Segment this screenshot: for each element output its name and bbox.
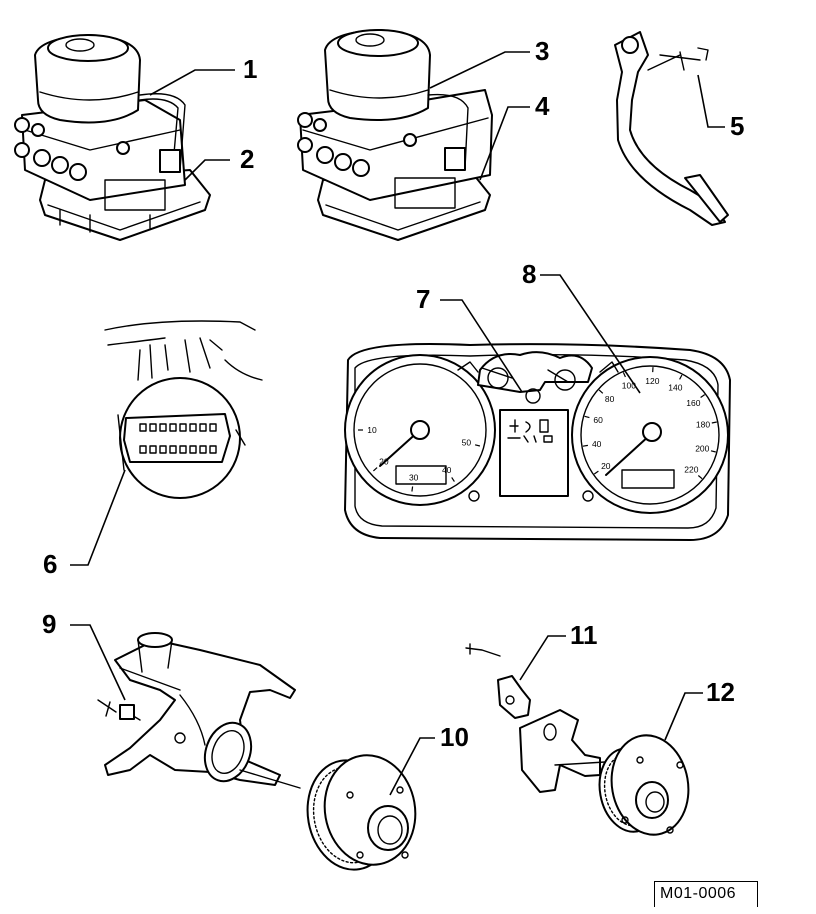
speedo-tick-label-mark [582,444,588,447]
steering-knuckle [97,632,301,789]
tacho-tick-label-mark [474,444,481,447]
callout-9: 9 [42,609,56,639]
callout-11: 11 [570,620,598,650]
tacho-tick-label-mark [411,486,414,492]
instrument-cluster: 10 20 30 40 50 20 40 60 80 100 120 140 160 180 200 220 [344,343,731,541]
callout-6: 6 [43,549,57,579]
speedo-tick-label: 120 [645,376,659,386]
callout-12: 12 [706,677,735,707]
speedo-tick-label-mark [679,374,683,380]
speedo-tick-label: 140 [668,382,682,392]
abs-hydraulic-unit-2 [297,29,493,241]
brake-pedal [614,31,729,226]
tacho-tick-label: 50 [462,437,472,447]
callout-10: 10 [440,722,469,752]
speedo-tick-label: 60 [593,415,603,425]
speedo-tick-label-mark [598,389,604,394]
speedo-tick-label-mark [711,421,717,424]
speedometer-gauge: 20 40 60 80 100 120 140 160 180 200 220 [571,356,729,514]
speedo-tick-label: 20 [601,461,611,471]
callout-8: 8 [522,259,536,289]
speedo-tick-label: 220 [684,465,698,475]
reference-code: M01-0006 [660,885,737,902]
wheel-hub-with-abs-ring [306,754,417,871]
tacho-tick-label: 30 [409,473,419,483]
callout-1: 1 [243,54,257,84]
speedo-tick-label-mark [700,394,706,398]
wheel-hub-12 [598,734,690,836]
abs-hydraulic-unit-1 [14,34,211,241]
reference-code-box [654,881,758,907]
speedo-tick-label-mark [593,470,599,475]
speedo-tick-label: 200 [695,444,709,454]
speedo-tick-label-mark [710,450,716,453]
tacho-tick-label: 10 [367,425,377,435]
tacho-tick-label: 40 [442,465,452,475]
speedo-tick-label: 180 [696,420,710,430]
callout-3: 3 [535,36,549,66]
tacho-tick-label-mark [451,477,455,482]
speedo-tick-label-mark [584,415,590,419]
leader-lines [70,51,725,796]
callout-7: 7 [416,284,430,314]
temp-fuel-gauges [477,351,593,404]
stub-axle-with-sensor [465,643,606,793]
speedo-tick-label-mark [697,475,703,480]
diagnostic-connector [104,320,263,499]
tacho-tick-label-mark [373,467,378,472]
callout-2: 2 [240,144,254,174]
warning-light-panel [499,409,569,497]
speedo-tick-label: 80 [605,394,615,404]
callout-4: 4 [535,91,550,121]
speedo-tick-label: 100 [622,380,636,390]
speedo-tick-label: 40 [592,439,602,449]
callout-5: 5 [730,111,744,141]
speedo-tick-label-mark [622,372,626,378]
speedo-tick-label: 160 [686,398,700,408]
